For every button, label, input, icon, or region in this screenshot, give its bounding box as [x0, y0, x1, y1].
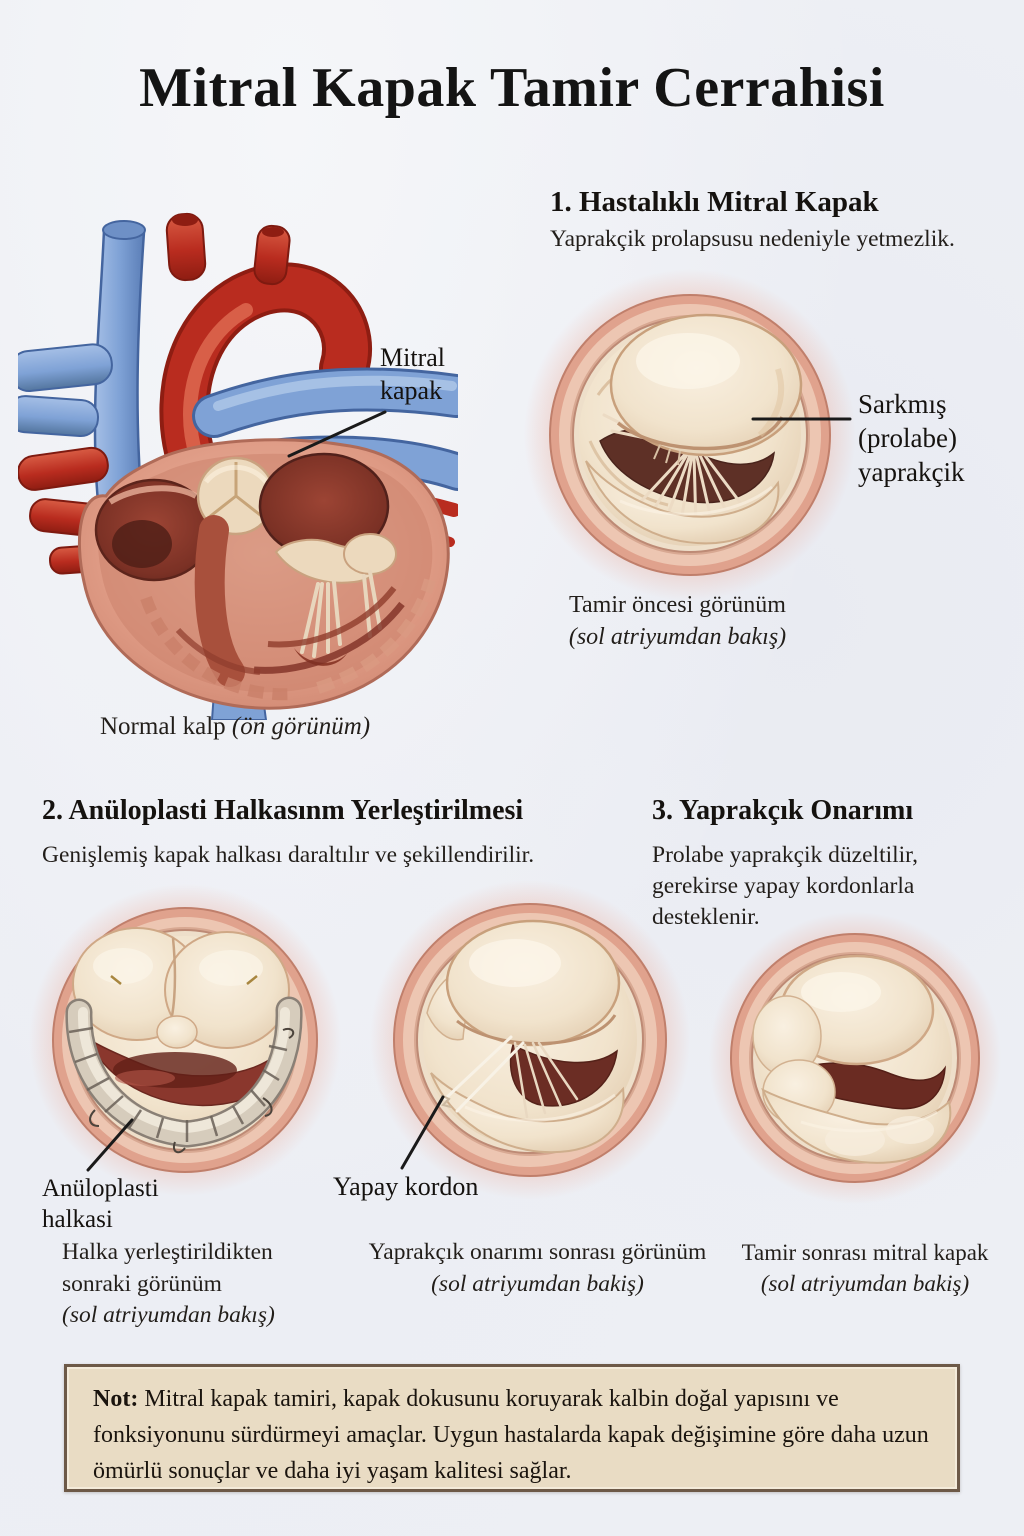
chordae-graphic: [300, 570, 382, 658]
section3-heading: 3. Yaprakçık Onarımı: [652, 795, 914, 826]
section2-heading: 2. Anüloplasti Halkasınm Yerleştirilmesi: [42, 795, 524, 826]
note-box: Not: Mitral kapak tamiri, kapak dokusunu…: [64, 1364, 960, 1492]
repaired-valve-illustration: [709, 912, 1001, 1204]
section1-subtitle: Yaprakçik prolapsusu nedeniyle yetmezlik…: [550, 226, 955, 252]
note-text: Mitral kapak tamiri, kapak dokusunu koru…: [93, 1386, 929, 1484]
section2-subtitle: Genişlemiş kapak halkası daraltılır ve ş…: [42, 842, 535, 868]
mitral-valve-label: Mitral kapak: [380, 343, 445, 405]
caption-normal-heart: Normal kalp (ön görünüm): [100, 713, 371, 740]
note-label: Not:: [93, 1386, 139, 1412]
pulmonary-artery-graphic: [195, 370, 458, 435]
section3-subtitle: Prolabe yaprakçik düzeltilir, gerekirse …: [652, 842, 918, 931]
caption-before-repair: Tamir öncesi görünüm (sol atriyumdan bak…: [568, 592, 787, 651]
annuloplasty-valve-illustration: [29, 884, 341, 1196]
artificial-chord-graphic: [443, 1035, 525, 1113]
section1-heading: 1. Hastalıklı Mitral Kapak: [550, 186, 879, 218]
page-title: Mitral Kapak Tamir Cerrahisi: [139, 57, 885, 119]
caption-after-repair: Tamir sonrası mitral kapak (sol atriyumd…: [741, 1240, 989, 1297]
leaflet-repair-valve-illustration: [370, 880, 690, 1200]
chordae-graphic: [513, 1041, 579, 1119]
artificial-chord-label: Yapay kordon: [333, 1172, 479, 1201]
caption-after-leaflet-repair: Yaprakçık onarımı sonrası görünüm (sol a…: [368, 1239, 707, 1297]
normal-heart-illustration: [18, 212, 458, 720]
caption-after-ring: Halka yerleştirildikten sonraki görünüm …: [62, 1239, 275, 1329]
diseased-valve-illustration: [524, 269, 856, 601]
annuloplasty-ring-label: Anüloplasti halkasi: [42, 1175, 159, 1234]
prolapsed-leaflet-label: Sarkmış (prolabe) yaprakçik: [858, 389, 965, 487]
